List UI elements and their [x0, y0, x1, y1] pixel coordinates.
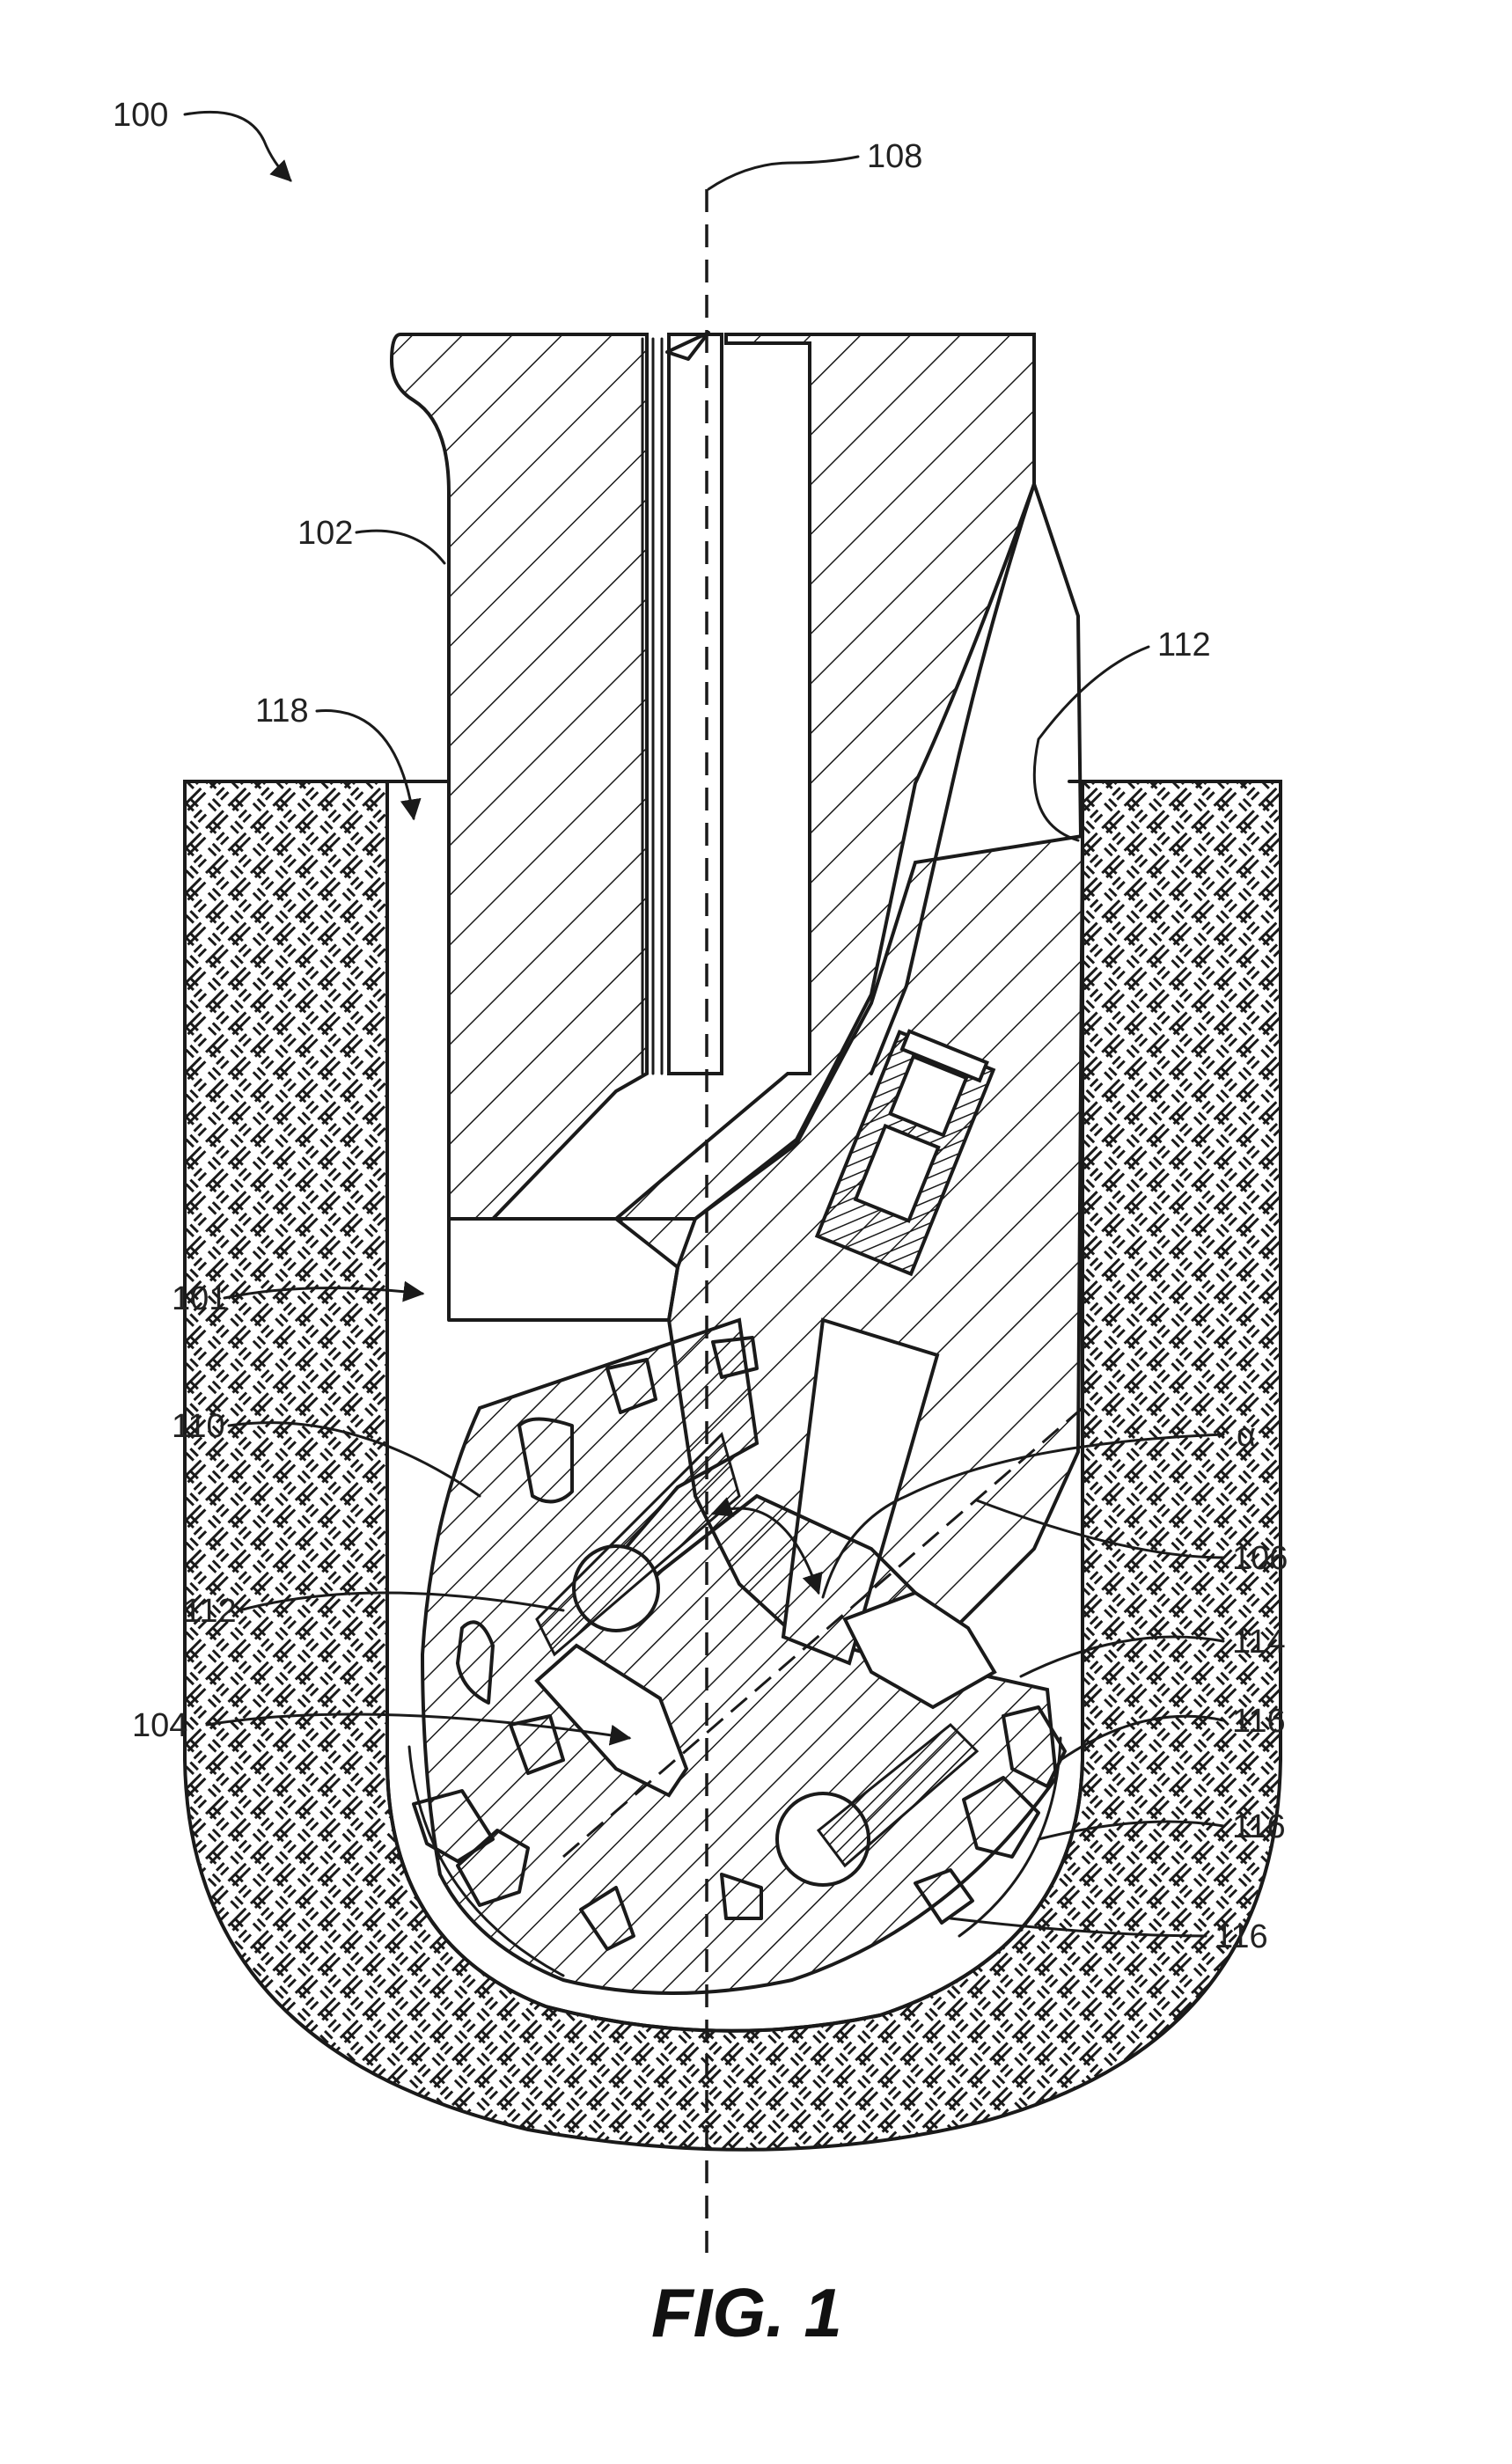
label-101: 101 [172, 1280, 227, 1317]
label-116-a: 116 [1232, 1703, 1286, 1740]
label-100: 100 [113, 97, 168, 134]
label-102: 102 [297, 515, 353, 552]
figure-caption: FIG. 1 [651, 2274, 842, 2351]
label-108: 108 [867, 138, 922, 175]
label-118: 118 [255, 693, 309, 730]
label-104: 104 [132, 1707, 187, 1744]
label-alpha: α [1237, 1417, 1256, 1454]
label-110: 110 [172, 1408, 225, 1445]
label-112-left: 112 [183, 1593, 237, 1630]
label-116-b: 116 [1232, 1808, 1286, 1845]
label-116-c: 116 [1215, 1918, 1268, 1955]
label-112-top: 112 [1157, 627, 1211, 664]
label-114: 114 [1232, 1624, 1286, 1661]
label-106: 106 [1232, 1540, 1288, 1577]
